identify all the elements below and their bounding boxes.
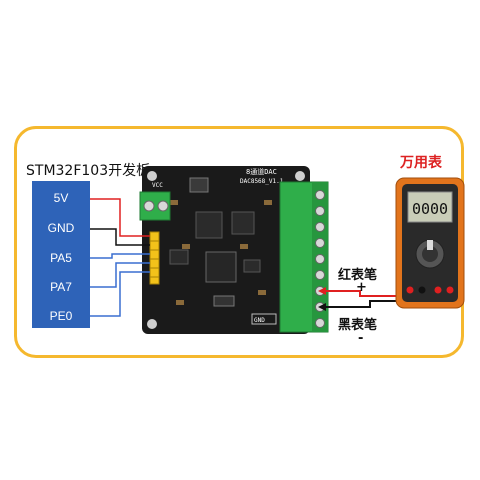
black-probe-wire [324, 300, 412, 308]
signal-wires [90, 198, 150, 317]
pin-5v: 5V [53, 191, 69, 205]
pin-header [149, 231, 160, 285]
pin-pa5: PA5 [50, 251, 72, 265]
red-probe-wire [324, 290, 412, 297]
meter-display-panel [407, 191, 453, 223]
pin-pe0: PE0 [49, 309, 73, 323]
wire-5v [90, 198, 150, 237]
board-gnd-label: GND [254, 317, 265, 324]
pin-gnd: GND [47, 221, 75, 235]
output-terminal-block [279, 181, 329, 333]
pin-pa7: PA7 [50, 280, 72, 294]
power-terminal [139, 191, 171, 221]
black-probe-sign: - [358, 331, 364, 346]
dac-board: 8通道DAC DAC8568_V1.1 VCC GND [139, 166, 329, 334]
wire-pa7 [90, 262, 150, 288]
red-probe-sign: + [356, 280, 367, 295]
black-probe-arrow [318, 303, 326, 311]
multimeter-title: 万用表 [400, 155, 442, 171]
stm32-pin-block: 5V GND PA5 PA7 PE0 [32, 181, 90, 328]
wire-gnd [90, 228, 150, 246]
board-model: DAC8568_V1.1 [240, 178, 284, 185]
red-probe-arrow [318, 287, 326, 295]
wire-pa5 [90, 253, 150, 259]
multimeter: 0000 [395, 177, 465, 309]
meter-display: 0000 [412, 200, 448, 218]
wire-pe0 [90, 271, 150, 317]
board-title: 8通道DAC [246, 167, 277, 176]
board-vcc-label: VCC [152, 182, 163, 189]
red-probe-label: 红表笔 [338, 268, 378, 283]
stm32-title: STM32F103开发板 [26, 163, 151, 179]
black-probe-label: 黑表笔 [338, 318, 378, 333]
